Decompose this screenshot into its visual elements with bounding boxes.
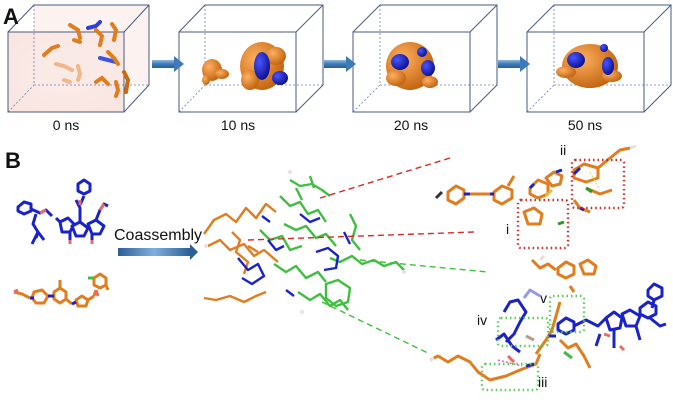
panel-a-label: A: [3, 4, 19, 29]
molecule-blue-oxygen: [39, 200, 106, 244]
zoom-detail-mixed: [429, 258, 667, 382]
interaction-box-iii: [480, 362, 540, 392]
label-i: i: [506, 221, 510, 237]
sim-box-0ns: [7, 4, 150, 113]
arrow-10-to-20: [324, 56, 356, 72]
sim-box-50ns: [526, 4, 672, 113]
zoom-lines-red: [247, 157, 475, 241]
zoom-lines-green: [321, 259, 489, 355]
zoom-detail-hetero: [464, 144, 637, 226]
arrow-20-to-50: [498, 56, 530, 72]
interaction-box-iv: [496, 316, 550, 348]
molecule-blue: [16, 178, 109, 245]
label-iii: iii: [538, 374, 548, 390]
label-v: v: [540, 290, 547, 306]
label-ii: ii: [560, 142, 567, 158]
sim-box-10ns: [178, 4, 324, 113]
panel-b-label: B: [5, 148, 21, 173]
label-iv: iv: [477, 312, 488, 328]
coassembly-label: Coassembly: [114, 227, 203, 244]
molecule-orange-hetero: [13, 276, 100, 306]
time-label-0ns: 0 ns: [52, 117, 80, 133]
interaction-box-i: [516, 198, 570, 250]
coassembly-arrow: [118, 244, 198, 260]
coassembly-hydrogens: [204, 170, 406, 314]
time-label-10ns: 10 ns: [220, 117, 256, 133]
time-label-20ns: 20 ns: [393, 117, 429, 133]
pi-stack-dash: [589, 171, 601, 191]
time-label-50ns: 50 ns: [567, 117, 603, 133]
interaction-box-v: [548, 294, 586, 334]
coassembly-complex: [203, 175, 405, 311]
hbond-dash: [497, 359, 523, 367]
interaction-box-ii: [570, 158, 626, 210]
arrow-0-to-10: [152, 56, 184, 72]
sim-box-20ns: [352, 4, 498, 113]
